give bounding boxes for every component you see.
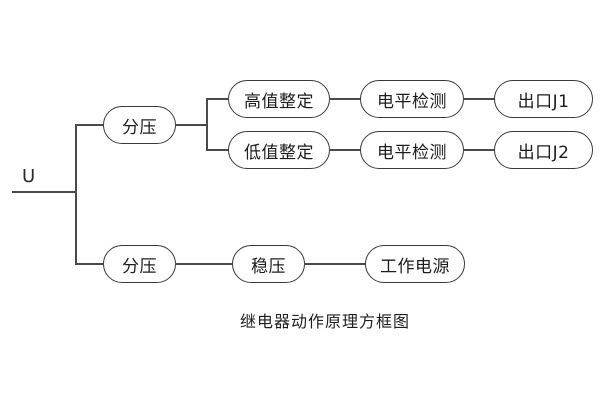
node-low-set-label: 低值整定	[244, 142, 314, 163]
node-output-j2[interactable]: 出口J2	[494, 131, 593, 169]
node-power-supply-label: 工作电源	[380, 256, 450, 277]
node-level-detect-2-label: 电平检测	[377, 142, 447, 163]
wire-bus-to-divider-bottom	[75, 263, 105, 265]
node-regulator[interactable]: 稳压	[232, 245, 305, 283]
wire-split-to-high-set	[206, 98, 230, 100]
node-level-detect-2[interactable]: 电平检测	[360, 131, 464, 169]
wire-level-detect-2-to-output-j2	[463, 149, 496, 151]
wire-bus-to-divider-top	[75, 124, 105, 126]
wire-bus-vertical	[75, 124, 77, 265]
wire-divider-top-to-split	[175, 124, 208, 126]
node-level-detect-1[interactable]: 电平检测	[360, 80, 464, 118]
node-low-set[interactable]: 低值整定	[228, 131, 330, 169]
wire-high-set-to-level-detect-1	[329, 98, 362, 100]
node-high-set-label: 高值整定	[244, 91, 314, 112]
wire-level-detect-1-to-output-j1	[463, 98, 496, 100]
input-label-u: U	[22, 166, 36, 187]
node-divider-bottom[interactable]: 分压	[103, 245, 176, 283]
node-high-set[interactable]: 高值整定	[228, 80, 330, 118]
wire-low-set-to-level-detect-2	[329, 149, 362, 151]
diagram-caption: 继电器动作原理方框图	[240, 312, 411, 331]
node-output-j1-label: 出口J1	[517, 91, 570, 112]
node-divider-bottom-label: 分压	[122, 256, 157, 277]
wire-divider-bottom-to-regulator	[175, 263, 233, 265]
wire-regulator-to-power-supply	[304, 263, 366, 265]
node-regulator-label: 稳压	[251, 256, 286, 277]
node-level-detect-1-label: 电平检测	[377, 91, 447, 112]
node-divider-top-label: 分压	[122, 117, 157, 138]
node-divider-top[interactable]: 分压	[103, 106, 176, 144]
wire-input-main	[12, 191, 77, 193]
node-output-j2-label: 出口J2	[517, 142, 570, 163]
node-power-supply[interactable]: 工作电源	[365, 245, 465, 283]
wire-split-vertical	[206, 99, 208, 151]
wire-split-to-low-set	[206, 149, 230, 151]
node-output-j1[interactable]: 出口J1	[494, 80, 593, 118]
